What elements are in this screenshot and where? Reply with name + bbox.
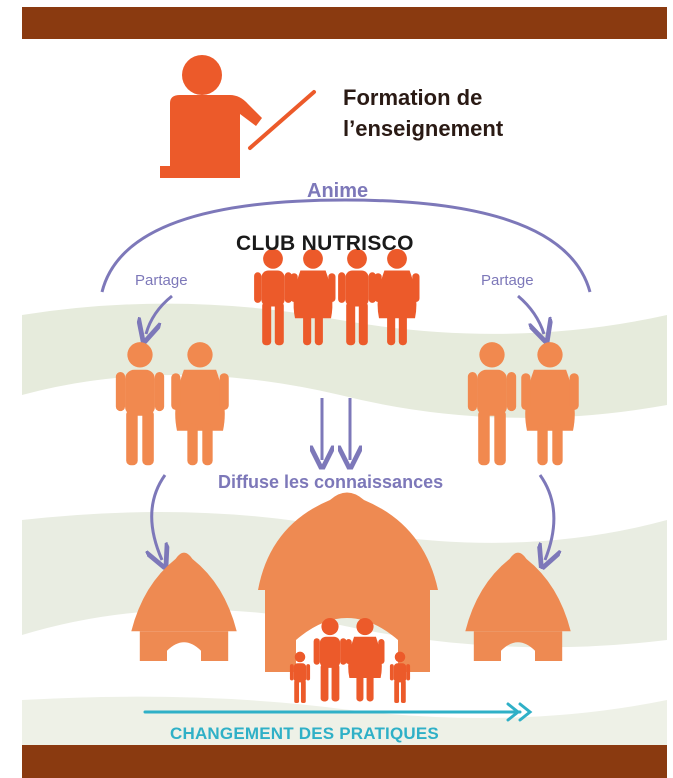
partage-arrow-left xyxy=(146,294,173,334)
hut-icon-center xyxy=(258,492,438,672)
club-title: CLUB NUTRISCO xyxy=(236,232,414,255)
changement-label: CHANGEMENT DES PRATIQUES xyxy=(170,724,439,743)
bottom-band xyxy=(22,745,667,778)
background-wave-footer xyxy=(22,696,667,745)
page-title: Formation de l’enseignement xyxy=(343,82,603,144)
progress-arrow xyxy=(143,702,533,722)
diffuse-arrow-left xyxy=(152,474,165,560)
diffuse-arrow-right xyxy=(540,474,554,560)
anime-label: Anime xyxy=(307,180,369,202)
diffuse-arrows xyxy=(322,398,350,460)
title-line-2: l’enseignement xyxy=(343,116,504,141)
title-line-1: Formation de xyxy=(343,85,483,110)
partage-label-right: Partage xyxy=(481,272,534,289)
anime-arc xyxy=(100,198,592,293)
diffuse-label: Diffuse les connaissances xyxy=(218,472,444,492)
partage-label-left: Partage xyxy=(135,272,188,289)
teacher-icon xyxy=(160,55,316,178)
top-band xyxy=(22,7,667,39)
partage-arrow-right xyxy=(517,294,544,334)
